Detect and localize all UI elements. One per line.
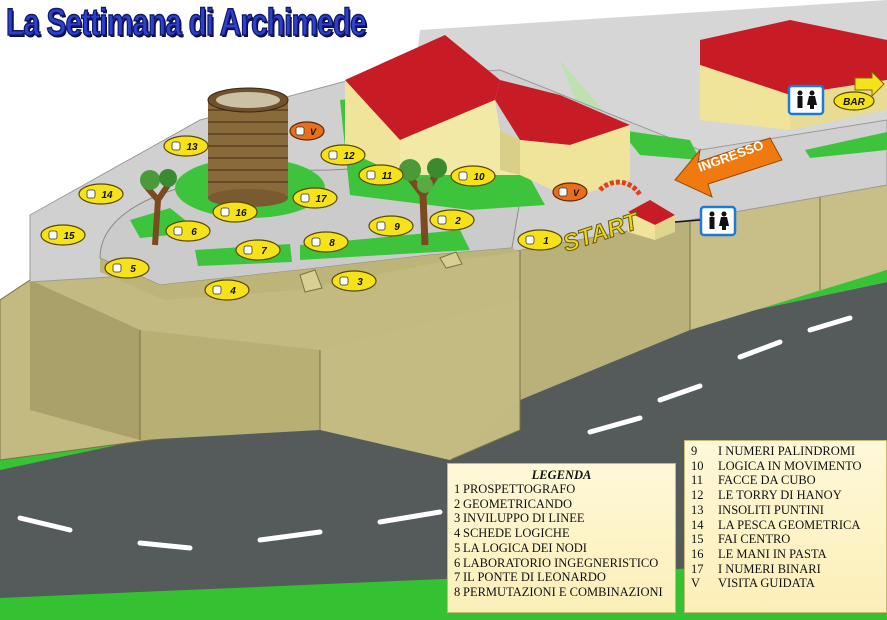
- svg-text:1: 1: [543, 236, 549, 247]
- bar-arrow-icon: [854, 70, 885, 98]
- svg-text:9: 9: [394, 222, 400, 233]
- marker-group: 1 2 3 4 5 6 7 8 9 10 11 12 13 14 15 16 1…: [40, 121, 588, 301]
- svg-text:2: 2: [454, 216, 461, 227]
- svg-text:10: 10: [473, 172, 485, 183]
- svg-text:16: 16: [235, 208, 247, 219]
- marker-10[interactable]: 10: [450, 165, 496, 187]
- marker-7[interactable]: 7: [235, 239, 281, 261]
- marker-1[interactable]: 1: [517, 229, 563, 251]
- svg-text:7: 7: [261, 246, 267, 257]
- marker-15[interactable]: 15: [40, 224, 86, 246]
- svg-text:15: 15: [63, 231, 75, 242]
- legend-title: LEGENDA: [531, 468, 592, 482]
- marker-12[interactable]: 12: [320, 144, 366, 166]
- restroom-icon: [699, 205, 737, 237]
- marker-6[interactable]: 6: [165, 220, 211, 242]
- svg-text:V: V: [310, 127, 317, 137]
- tower-icon: [207, 87, 289, 207]
- page-title: La Settimana di Archimede: [5, 1, 367, 45]
- marker-16[interactable]: 16: [212, 201, 258, 223]
- svg-text:14: 14: [101, 190, 113, 201]
- marker-5[interactable]: 5: [104, 257, 150, 279]
- stairs: [299, 251, 463, 293]
- svg-text:13: 13: [186, 142, 198, 153]
- svg-text:BAR: BAR: [843, 97, 865, 108]
- svg-text:11: 11: [382, 171, 393, 182]
- svg-text:12: 12: [343, 151, 355, 162]
- marker-v-2[interactable]: V: [552, 182, 588, 202]
- restroom-icon: [787, 84, 825, 116]
- svg-text:V: V: [573, 188, 580, 198]
- svg-text:4: 4: [229, 286, 236, 297]
- svg-text:5: 5: [130, 264, 136, 275]
- marker-v-1[interactable]: V: [289, 121, 325, 141]
- svg-text:17: 17: [315, 194, 327, 205]
- marker-13[interactable]: 13: [163, 135, 209, 157]
- marker-9[interactable]: 9: [368, 215, 414, 237]
- marker-8[interactable]: 8: [303, 231, 349, 253]
- marker-17[interactable]: 17: [292, 187, 338, 209]
- tree-icon: [140, 158, 447, 246]
- marker-2[interactable]: 2: [429, 209, 475, 231]
- marker-4[interactable]: 4: [204, 279, 250, 301]
- marker-11[interactable]: 11: [358, 164, 404, 186]
- bar-marker: BAR: [833, 91, 875, 111]
- marker-3[interactable]: 3: [331, 270, 377, 292]
- svg-text:8: 8: [329, 238, 335, 249]
- marker-14[interactable]: 14: [78, 183, 124, 205]
- entrance-hut: [628, 200, 675, 240]
- svg-text:3: 3: [357, 277, 363, 288]
- svg-text:6: 6: [191, 227, 197, 238]
